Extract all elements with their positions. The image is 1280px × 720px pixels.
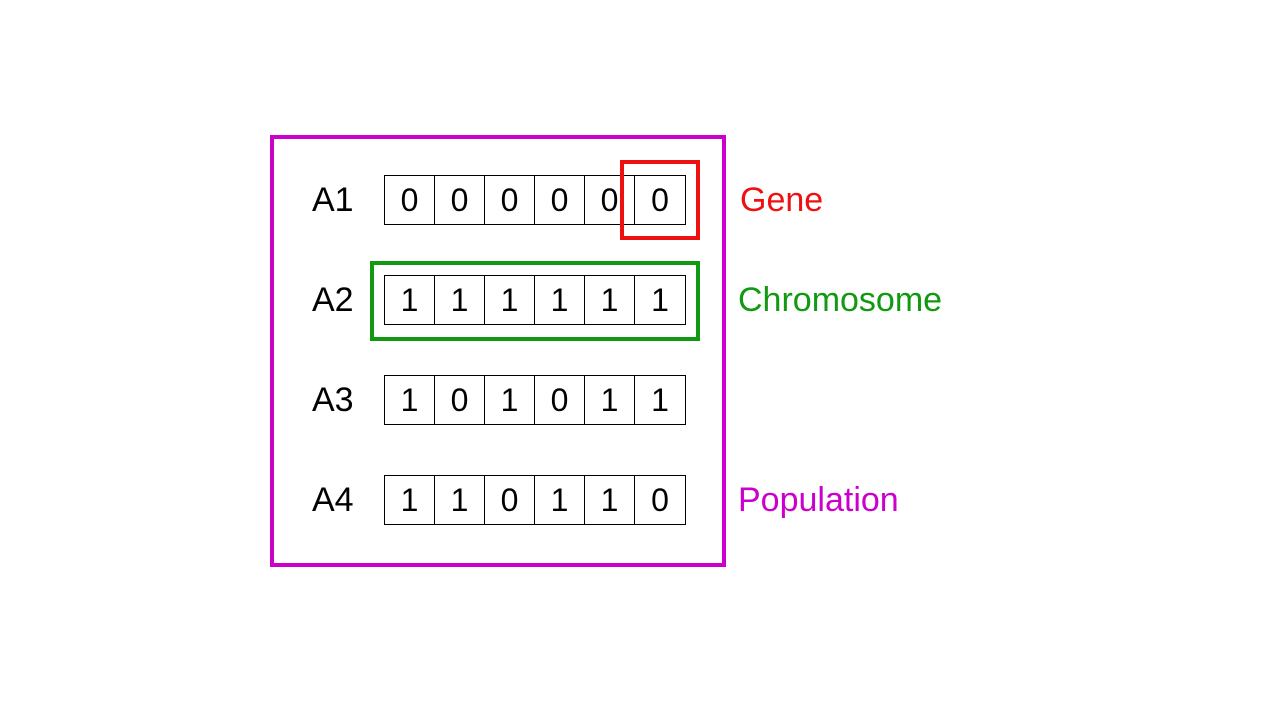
- population-label: Population: [738, 481, 899, 519]
- gene-cell: 1: [385, 476, 435, 524]
- gene-highlight-box: [620, 160, 700, 240]
- gene-cell: 1: [585, 376, 635, 424]
- gene-cell: 1: [435, 276, 485, 324]
- gene-strip: 0 0 0 0 0 0: [384, 175, 686, 225]
- gene-cell: 0: [651, 182, 669, 218]
- gene-label: Gene: [740, 181, 824, 219]
- gene-cell: 1: [485, 376, 535, 424]
- gene-cell: 0: [651, 482, 669, 518]
- gene-cell: 1: [485, 276, 535, 324]
- gene-cell: 1: [535, 476, 585, 524]
- gene-cell: 1: [651, 282, 669, 318]
- gene-cell: 0: [535, 176, 585, 224]
- chromosome-highlight-box: [370, 261, 700, 341]
- gene-cell: 0: [485, 476, 535, 524]
- gene-cell: 1: [535, 276, 585, 324]
- gene-cell: 0: [385, 176, 435, 224]
- gene-cell: 1: [651, 382, 669, 418]
- gene-cell: 0: [435, 176, 485, 224]
- gene-cell: 1: [385, 276, 435, 324]
- gene-cell: 0: [485, 176, 535, 224]
- chromosome-label: A3: [312, 381, 354, 419]
- gene-cell: 0: [585, 176, 635, 224]
- gene-cell: 1: [585, 476, 635, 524]
- gene-strip: 1 1 0 1 1 0: [384, 475, 686, 525]
- chromosome-label: A4: [312, 481, 354, 519]
- gene-cell: 0: [435, 376, 485, 424]
- gene-cell: 1: [385, 376, 435, 424]
- chromosome-label: A1: [312, 181, 354, 219]
- gene-cell: 1: [435, 476, 485, 524]
- chromosome-label: A2: [312, 281, 354, 319]
- gene-strip: 1 0 1 0 1 1: [384, 375, 686, 425]
- gene-strip: 1 1 1 1 1 1: [384, 275, 686, 325]
- population-frame: [270, 135, 726, 567]
- gene-cell: 0: [535, 376, 585, 424]
- gene-cell: 1: [585, 276, 635, 324]
- chromosome-label-text: Chromosome: [738, 281, 943, 319]
